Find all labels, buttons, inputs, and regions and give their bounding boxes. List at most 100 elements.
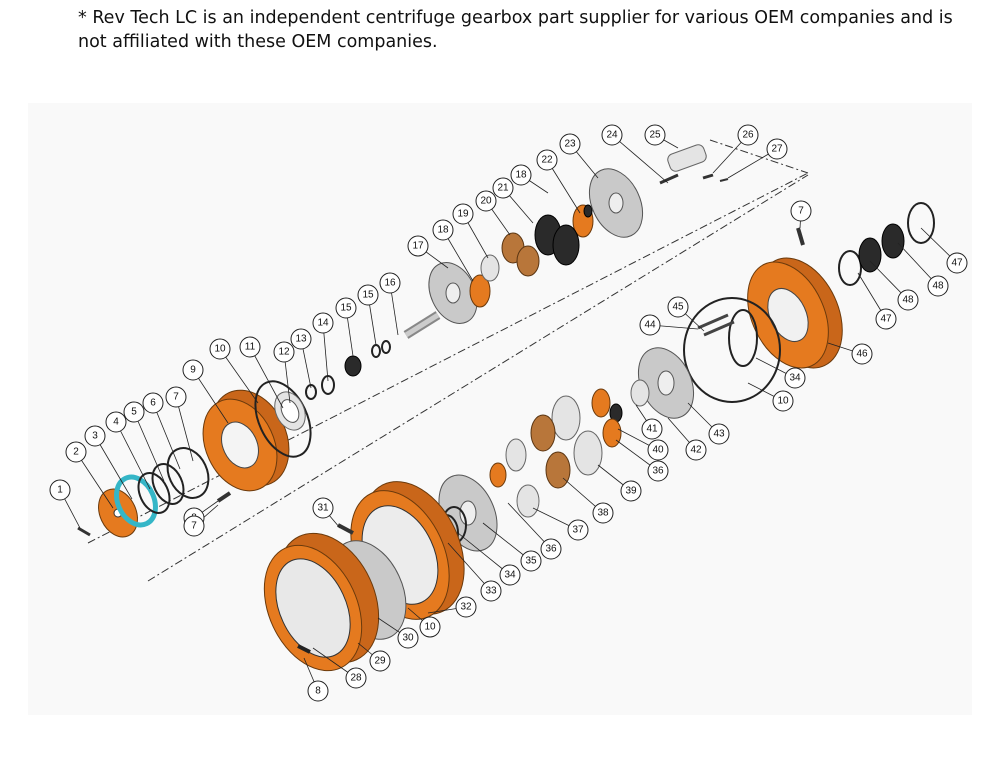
part-9-front-housing: [202, 389, 290, 492]
callout-circle: [239, 336, 261, 358]
callout-number: 47: [880, 314, 892, 325]
callout-circle: [183, 515, 205, 537]
callout-circle: [335, 297, 357, 319]
callout-circle: [273, 341, 295, 363]
part-callout-7: 7: [790, 200, 812, 222]
callout-number: 29: [374, 656, 386, 667]
part-25-coupling: [667, 144, 707, 172]
callout-number: 7: [798, 206, 804, 217]
callout-circle: [480, 580, 502, 602]
callout-circle: [312, 312, 334, 334]
part-28-bolt: [297, 644, 311, 654]
part-callout-42: 42: [685, 439, 707, 461]
part-callout-10: 10: [209, 338, 231, 360]
leader-line-9: [192, 369, 229, 424]
callout-number: 39: [625, 486, 637, 497]
part-callout-19: 19: [452, 203, 474, 225]
part-46-rear-housing: [747, 257, 843, 369]
part-callout-10: 10: [772, 390, 794, 412]
callout-circle: [772, 390, 794, 412]
callout-number: 48: [902, 295, 914, 306]
callout-number: 24: [606, 130, 618, 141]
part-7-pin: [216, 491, 232, 503]
part-callout-17: 17: [407, 235, 429, 257]
callout-number: 34: [504, 570, 516, 581]
callout-circle: [784, 367, 806, 389]
callout-circle: [536, 149, 558, 171]
part-19-bearing: [480, 254, 500, 282]
callout-circle: [452, 203, 474, 225]
part-callout-36: 36: [540, 538, 562, 560]
callout-number: 6: [150, 398, 156, 409]
leader-line-33: [447, 542, 492, 592]
callout-number: 27: [771, 144, 783, 155]
part-callout-33: 33: [480, 580, 502, 602]
part-callout-32: 32: [455, 596, 477, 618]
exploded-view-diagram: 1234567891011121314151516171818192021222…: [28, 103, 972, 715]
callout-circle: [123, 401, 145, 423]
callout-circle: [307, 680, 329, 702]
callout-circle: [290, 328, 312, 350]
callout-number: 10: [424, 622, 436, 633]
part-26-pin: [702, 173, 714, 180]
callout-number: 47: [951, 258, 963, 269]
part-callout-48: 48: [897, 289, 919, 311]
callout-number: 5: [131, 407, 137, 418]
callout-number: 38: [597, 508, 609, 519]
callout-number: 40: [652, 445, 664, 456]
part-callout-31: 31: [312, 497, 334, 519]
part-callouts: 1234567891011121314151516171818192021222…: [49, 124, 968, 702]
part-36b-washer: [489, 462, 507, 488]
callout-number: 19: [457, 209, 469, 220]
callout-number: 35: [525, 556, 537, 567]
part-callout-18: 18: [432, 219, 454, 241]
part-callout-44: 44: [639, 314, 661, 336]
callout-number: 18: [437, 225, 449, 236]
part-callout-27: 27: [766, 138, 788, 160]
callout-number: 13: [295, 334, 307, 345]
callout-number: 28: [350, 673, 362, 684]
part-1-bolt: [77, 526, 91, 537]
part-callout-28: 28: [345, 667, 367, 689]
part-48b-seal: [881, 223, 905, 259]
part-callout-7: 7: [183, 515, 205, 537]
callout-number: 25: [649, 130, 661, 141]
callout-number: 32: [460, 602, 472, 613]
part-callout-39: 39: [620, 480, 642, 502]
callout-circle: [875, 308, 897, 330]
callout-number: 44: [644, 320, 656, 331]
callout-circle: [897, 289, 919, 311]
leader-line-10: [219, 348, 259, 404]
callout-number: 48: [932, 281, 944, 292]
callout-number: 31: [317, 503, 329, 514]
callout-circle: [708, 423, 730, 445]
callout-circle: [567, 519, 589, 541]
callout-circle: [492, 177, 514, 199]
callout-circle: [510, 164, 532, 186]
callout-number: 43: [713, 429, 725, 440]
part-callout-48: 48: [927, 275, 949, 297]
part-callout-3: 3: [84, 425, 106, 447]
callout-number: 15: [340, 303, 352, 314]
part-callout-18: 18: [510, 164, 532, 186]
part-callout-14: 14: [312, 312, 334, 334]
callout-circle: [639, 314, 661, 336]
callout-circle: [182, 359, 204, 381]
part-42-bearing: [630, 379, 650, 407]
callout-circle: [520, 550, 542, 572]
callout-number: 41: [646, 424, 658, 435]
callout-circle: [667, 296, 689, 318]
leader-line-11: [249, 346, 284, 409]
leader-line-6: [152, 402, 181, 470]
part-callout-1: 1: [49, 479, 71, 501]
part-14-bearing: [344, 355, 362, 377]
part-21-gear: [534, 214, 580, 266]
callout-number: 4: [113, 417, 119, 428]
part-callout-41: 41: [641, 418, 663, 440]
callout-circle: [105, 411, 127, 433]
callout-number: 10: [214, 344, 226, 355]
part-callout-11: 11: [239, 336, 261, 358]
callout-number: 11: [245, 342, 256, 353]
assembly-axis-lower: [147, 174, 809, 582]
gearbox-exploded-drawing: 1234567891011121314151516171818192021222…: [49, 124, 968, 702]
